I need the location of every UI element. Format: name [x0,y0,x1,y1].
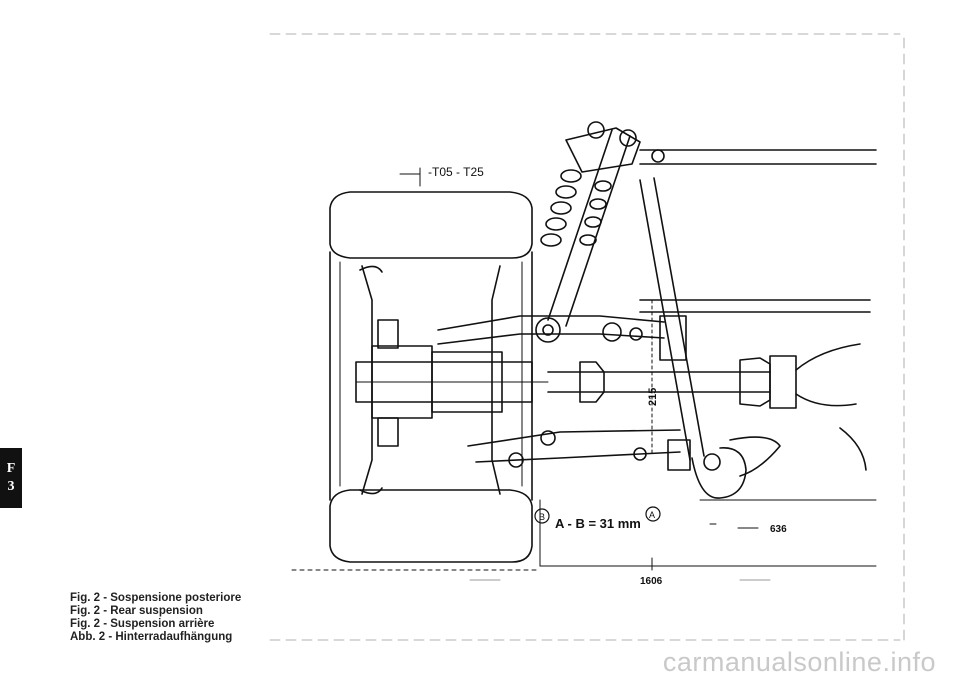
point-a-label: A [649,510,655,520]
rear-bracket [639,177,867,499]
dimension-636: 636 [770,524,787,535]
wheel-hub [355,265,549,495]
drawing-frame [269,33,905,641]
coil-spring-shock [535,121,641,343]
wheel-tire [329,191,533,563]
lower-wishbone [467,429,691,471]
formula-label: A - B = 31 mm [555,516,641,531]
drive-shaft [547,343,861,409]
caption-italian: Fig. 2 - Sospensione posteriore [70,592,242,604]
point-b-label: B [539,512,545,522]
upper-wishbone [437,315,687,361]
watermark: carmanualsonline.info [662,647,936,677]
dimension-lines [291,167,877,581]
caption-german: Abb. 2 - Hinterradaufhängung [70,631,233,643]
caption-english: Fig. 2 - Rear suspension [70,605,203,617]
figure-captions: Fig. 2 - Sospensione posteriore Fig. 2 -… [70,592,241,644]
vertical-dimension-215: 215 [647,388,659,406]
chassis-rail [639,149,877,313]
tolerance-label: -T05 - T25 [428,165,484,179]
section-tab-number: 3 [7,479,15,494]
point-markers [534,506,661,524]
caption-french: Fig. 2 - Suspension arrière [70,618,215,630]
section-tab-letter: F [6,461,16,476]
section-tab: F 3 [0,448,22,508]
dimension-1606: 1606 [640,576,663,587]
